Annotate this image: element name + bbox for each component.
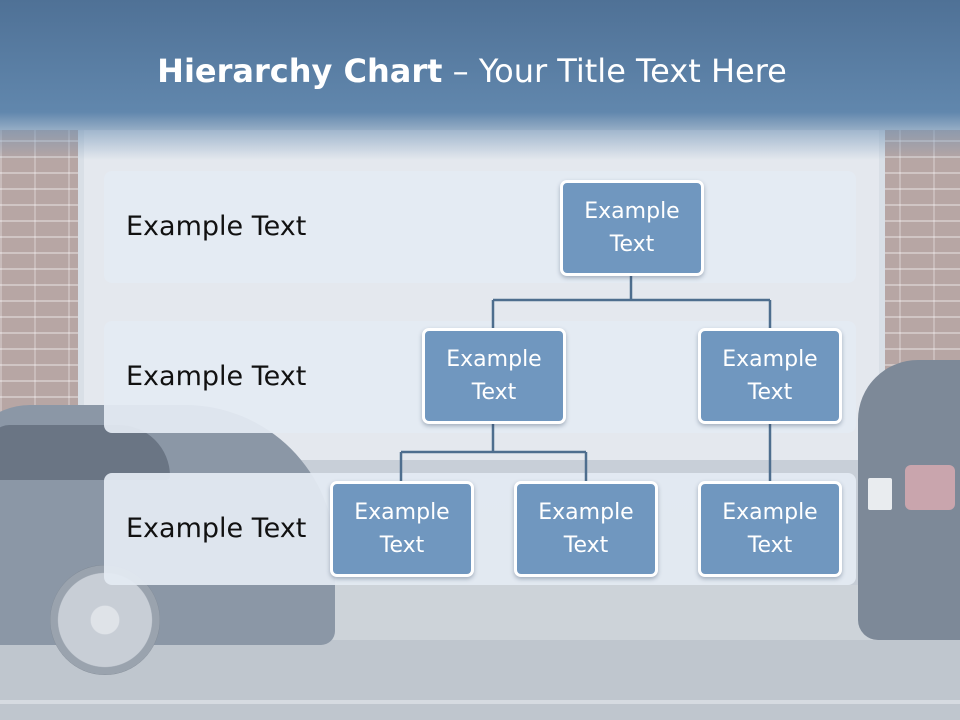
org-node-mid-left[interactable]: Example Text — [422, 328, 566, 424]
slide-title[interactable]: Hierarchy Chart – Your Title Text Here — [0, 52, 944, 90]
car-tail-light — [905, 465, 955, 510]
org-node-mid-right[interactable]: Example Text — [698, 328, 842, 424]
car-left-window — [0, 425, 170, 480]
level-label-2: Example Text — [126, 361, 307, 392]
level-band-1[interactable]: Example Text — [104, 171, 856, 283]
road — [0, 640, 960, 720]
title-rest: – Your Title Text Here — [442, 52, 787, 90]
node-label: Example Text — [584, 199, 680, 257]
org-node-root[interactable]: Example Text — [560, 180, 704, 276]
level-label-3: Example Text — [126, 513, 307, 544]
road-line — [0, 700, 960, 704]
node-label: Example Text — [446, 347, 542, 405]
license-plate — [868, 478, 892, 510]
org-node-leaf-3[interactable]: Example Text — [698, 481, 842, 577]
org-node-leaf-2[interactable]: Example Text — [514, 481, 658, 577]
node-label: Example Text — [722, 500, 818, 558]
title-bar — [0, 0, 960, 160]
org-node-leaf-1[interactable]: Example Text — [330, 481, 474, 577]
title-bold: Hierarchy Chart — [157, 52, 443, 90]
node-label: Example Text — [354, 500, 450, 558]
level-label-1: Example Text — [126, 211, 307, 242]
node-label: Example Text — [722, 347, 818, 405]
node-label: Example Text — [538, 500, 634, 558]
